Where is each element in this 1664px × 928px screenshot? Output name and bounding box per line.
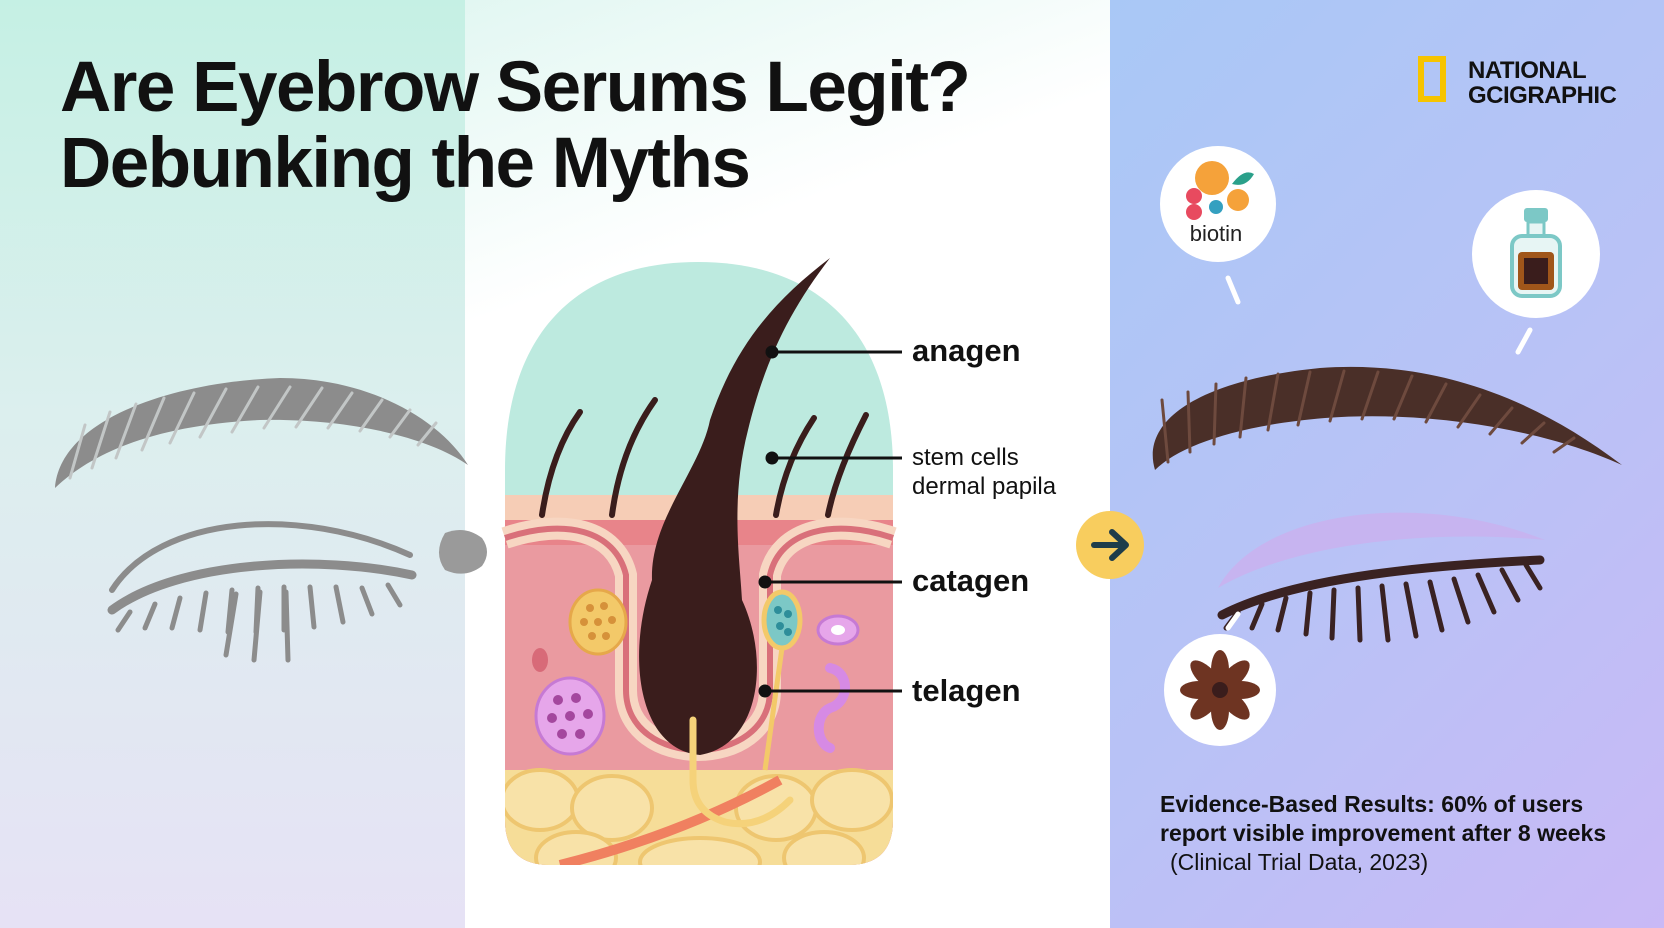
brand-logo: NATIONAL GCIGRAPHIC [1418,56,1617,116]
results-main: Evidence-Based Results: 60% of users rep… [1160,791,1607,846]
logo-line-1: NATIONAL [1468,57,1587,84]
headline-line-2: Debunking the Myths [60,124,751,203]
divider-diamond-icon [439,529,487,574]
biotin-icon [1160,146,1276,262]
bottle-connector [1515,327,1533,355]
closed-eye-before-icon [107,521,417,663]
headline: Are Eyebrow Serums Legit? Debunking the … [60,48,971,203]
label-catagen: catagen [912,563,1030,598]
logo-text: NATIONAL GCIGRAPHIC [1468,57,1617,109]
biotin-label: biotin [1189,221,1243,246]
flower-icon [1164,634,1276,746]
sparse-eyebrow-icon [55,378,468,488]
arrow-right-icon [1076,511,1144,579]
serum-bottle-icon [1472,190,1600,318]
hair-follicle-diagram [501,258,902,865]
label-dermal-papila: dermal papila [912,473,1057,500]
full-eyebrow-icon [1152,366,1622,470]
flower-connector [1225,611,1241,631]
biotin-connector [1225,275,1241,305]
closed-eye-after-icon [1217,512,1545,643]
label-anagen: anagen [912,333,1021,368]
label-telagen: telagen [912,673,1021,708]
label-stem-cells: stem cells [912,444,1019,471]
logo-line-2: GCIGRAPHIC [1468,82,1617,109]
results-source: (Clinical Trial Data, 2023) [1170,849,1429,875]
results-text: Evidence-Based Results: 60% of users rep… [1160,790,1640,877]
label-stem-cells-group: stem cells dermal papila [912,443,1056,501]
headline-line-1: Are Eyebrow Serums Legit? [60,48,971,127]
logo-frame-icon [1418,56,1446,102]
